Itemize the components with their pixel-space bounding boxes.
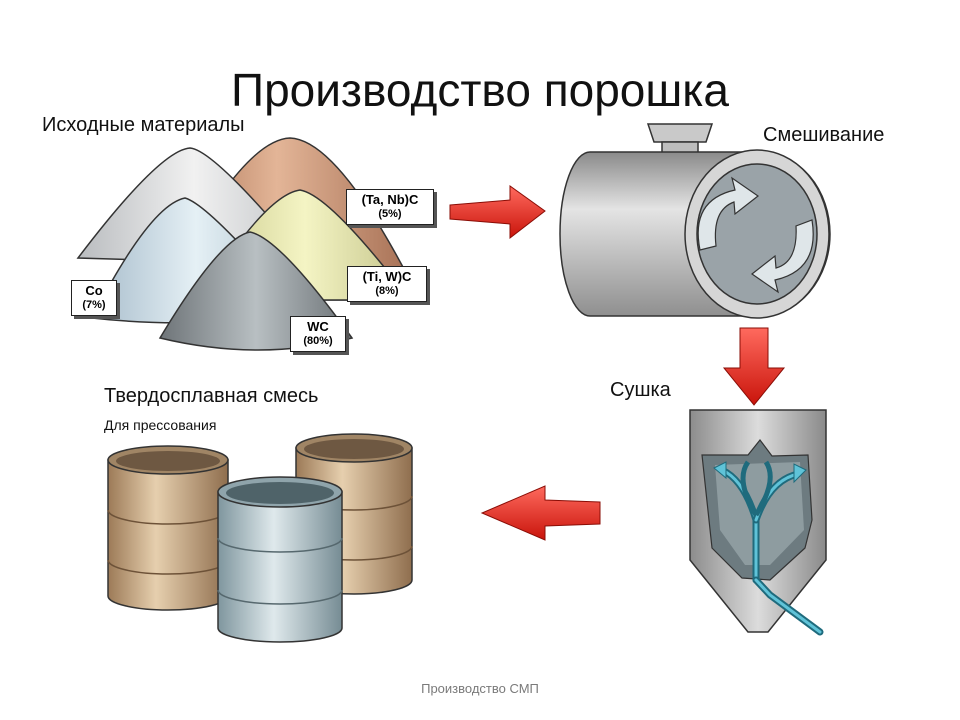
page-title: Производство порошка bbox=[231, 64, 729, 116]
arrow-right bbox=[449, 185, 546, 240]
hardalloy-mix-label: Твердосплавная смесь bbox=[104, 385, 319, 407]
material-tag-tiw: (Ti, W)C (8%) bbox=[347, 266, 427, 302]
mixing-label: Смешивание bbox=[763, 124, 885, 146]
material-tag-co: Co (7%) bbox=[71, 280, 117, 316]
can-tan-left bbox=[107, 445, 229, 611]
material-percent: (7%) bbox=[82, 299, 106, 311]
material-name: (Ti, W)C bbox=[362, 269, 412, 284]
material-percent: (8%) bbox=[375, 285, 399, 297]
dryer bbox=[689, 409, 827, 636]
arrow-left bbox=[480, 485, 601, 541]
material-name: Co bbox=[85, 283, 103, 298]
material-percent: (80%) bbox=[303, 335, 333, 347]
cans bbox=[107, 433, 413, 643]
material-percent: (5%) bbox=[378, 208, 402, 220]
powder-cones bbox=[76, 137, 422, 351]
material-name: (Ta, Nb)C bbox=[361, 192, 419, 207]
can-blue-front bbox=[217, 476, 343, 643]
arrow-down bbox=[722, 327, 786, 406]
drying-label: Сушка bbox=[610, 379, 671, 401]
material-tag-tanb: (Ta, Nb)C (5%) bbox=[346, 189, 434, 225]
material-tag-wc: WC (80%) bbox=[290, 316, 346, 352]
mixing-drum bbox=[559, 123, 831, 319]
material-name: WC bbox=[307, 319, 329, 334]
raw-materials-label: Исходные материалы bbox=[42, 114, 245, 136]
footer-text: Производство СМП bbox=[421, 681, 539, 696]
for-pressing-label: Для прессования bbox=[104, 417, 217, 433]
